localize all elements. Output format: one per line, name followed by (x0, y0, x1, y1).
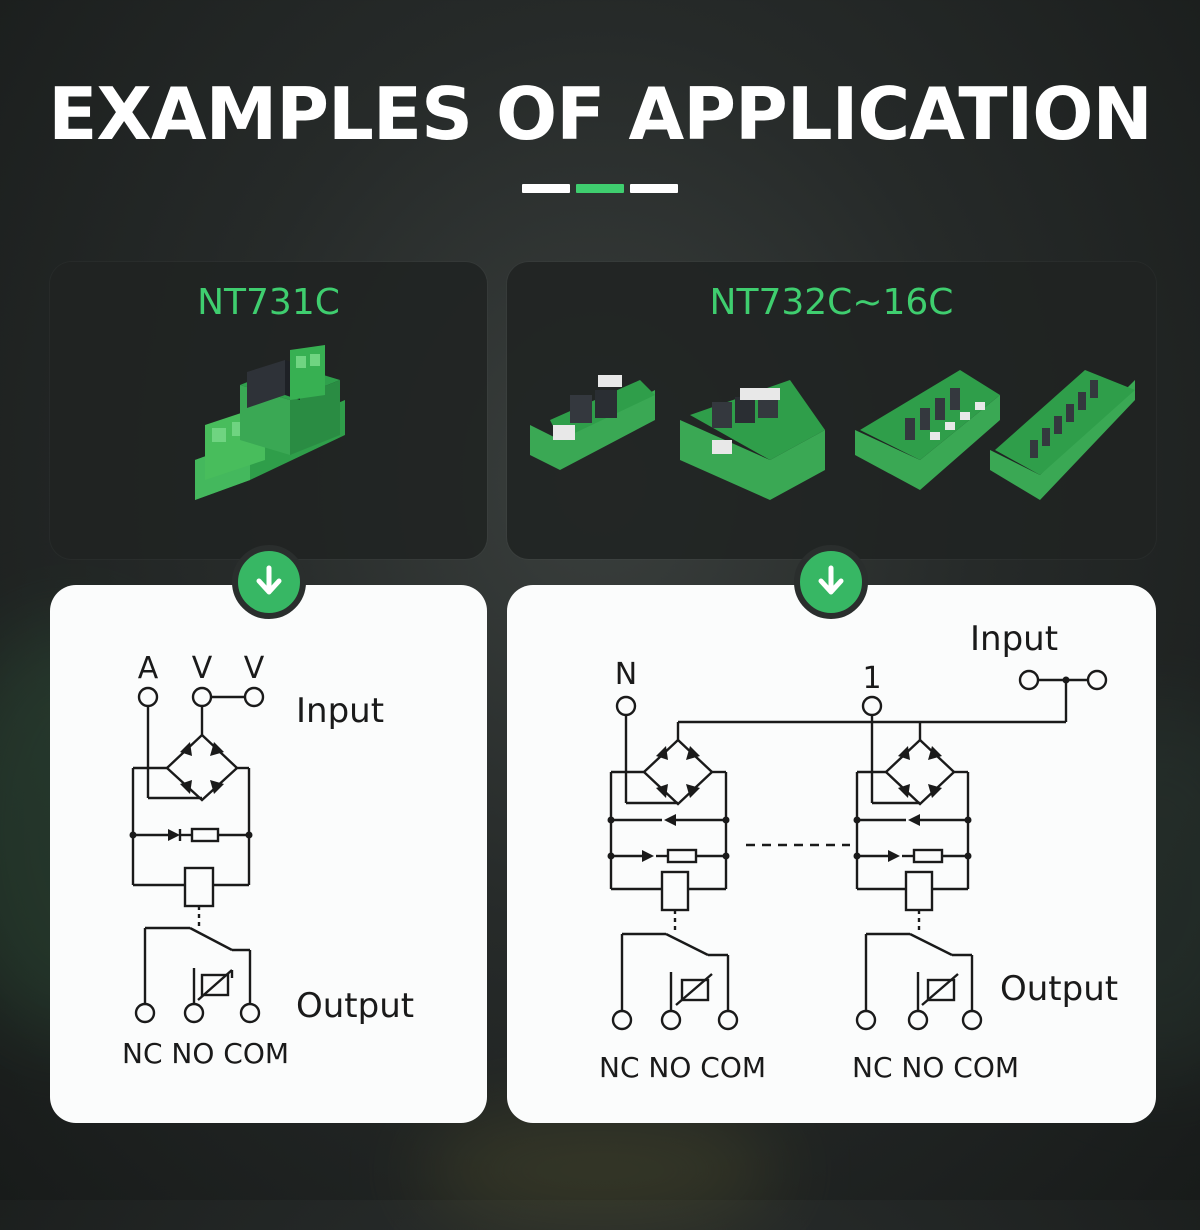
circuit-diagram-nt732c: N 1 Input Output NC NO COM NC NO COM (599, 619, 1118, 1084)
model-label-nt731c: NT731C (197, 282, 340, 323)
input-terminal-v2: V (244, 651, 265, 686)
output-terminals-a: NC NO COM (599, 1051, 766, 1084)
product-image-nt732c-range (530, 370, 1135, 500)
input-terminal-a: A (138, 651, 159, 686)
diagram-card-nt731c (50, 585, 487, 1123)
title-divider-left (522, 184, 570, 193)
product-image-nt731c (195, 345, 345, 500)
output-label: Output (296, 986, 414, 1026)
output-label: Output (1000, 969, 1118, 1009)
diagram-card-nt732c (507, 585, 1156, 1123)
terminal-n: N (615, 657, 637, 692)
model-label-nt732c: NT732C~16C (709, 282, 954, 323)
page-title: EXAMPLES OF APPLICATION (48, 72, 1153, 156)
title-divider-center (576, 184, 624, 193)
output-terminals: NC NO COM (122, 1037, 289, 1070)
title-divider-right (630, 184, 678, 193)
circuit-diagram-nt731c: A V V Input Output NC NO COM (122, 651, 414, 1070)
arrow-down-icon (818, 565, 844, 595)
arrow-down-icon (256, 565, 282, 595)
output-terminals-b: NC NO COM (852, 1051, 1019, 1084)
input-label: Input (970, 619, 1058, 659)
terminal-1: 1 (862, 661, 881, 696)
input-terminal-v1: V (192, 651, 213, 686)
input-label: Input (296, 691, 384, 731)
